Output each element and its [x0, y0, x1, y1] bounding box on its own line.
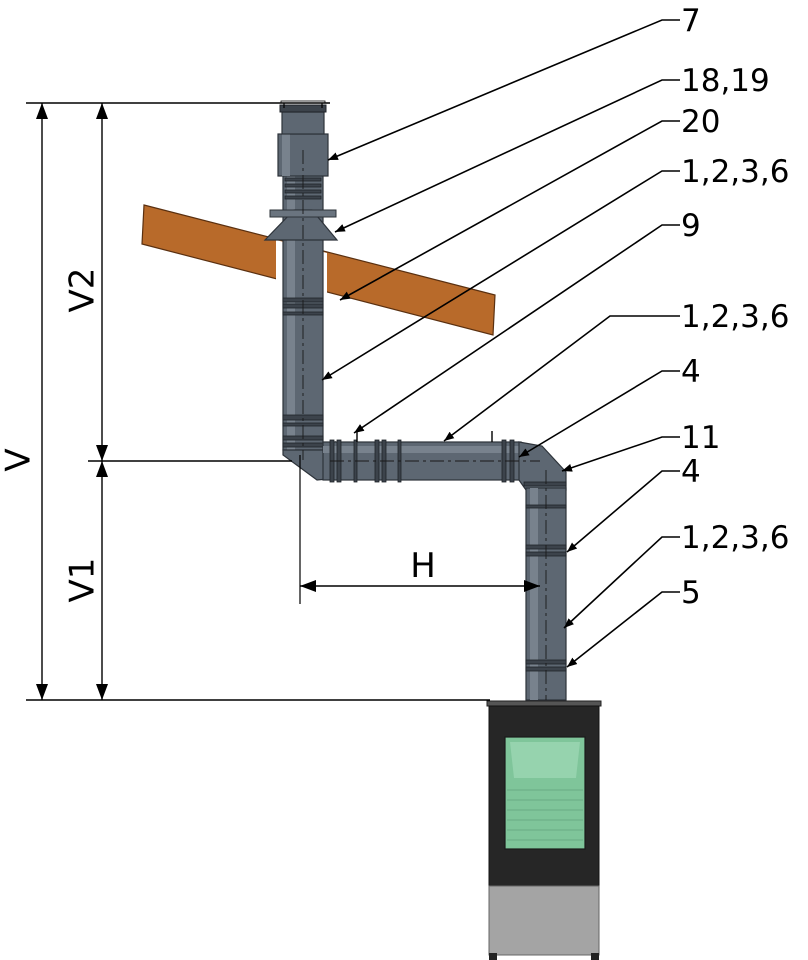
leader-lines: [321, 19, 680, 668]
callout-label: 18,19: [681, 63, 770, 99]
callout-label: 4: [681, 354, 701, 390]
horizontal-pipe: [322, 431, 522, 483]
callout-labels: 7 18,19 20 1,2,3,6 9 1,2,3,6 4 11 4 1,2,…: [681, 3, 789, 611]
dim-label-v2: V2: [63, 268, 103, 313]
lower-elbow: [518, 441, 567, 491]
callout-label: 1,2,3,6: [681, 154, 789, 190]
centre-lines: [299, 150, 547, 700]
callout-label: 9: [681, 208, 701, 244]
stove: [486, 700, 602, 960]
callout-label: 1,2,3,6: [681, 299, 789, 335]
callout-label: 20: [681, 104, 720, 140]
callout-label: 1,2,3,6: [681, 520, 789, 556]
lower-vertical-pipe: [525, 487, 567, 701]
dim-label-v: V: [0, 448, 39, 471]
callout-label: 4: [681, 454, 701, 490]
chimney-terminal: [277, 100, 329, 177]
dimension-lines: [26, 102, 540, 701]
callout-label: 11: [681, 420, 720, 456]
dim-label-v1: V1: [63, 558, 103, 603]
callout-label: 5: [681, 575, 701, 611]
callout-label: 7: [681, 3, 701, 39]
dim-label-h: H: [410, 546, 436, 586]
